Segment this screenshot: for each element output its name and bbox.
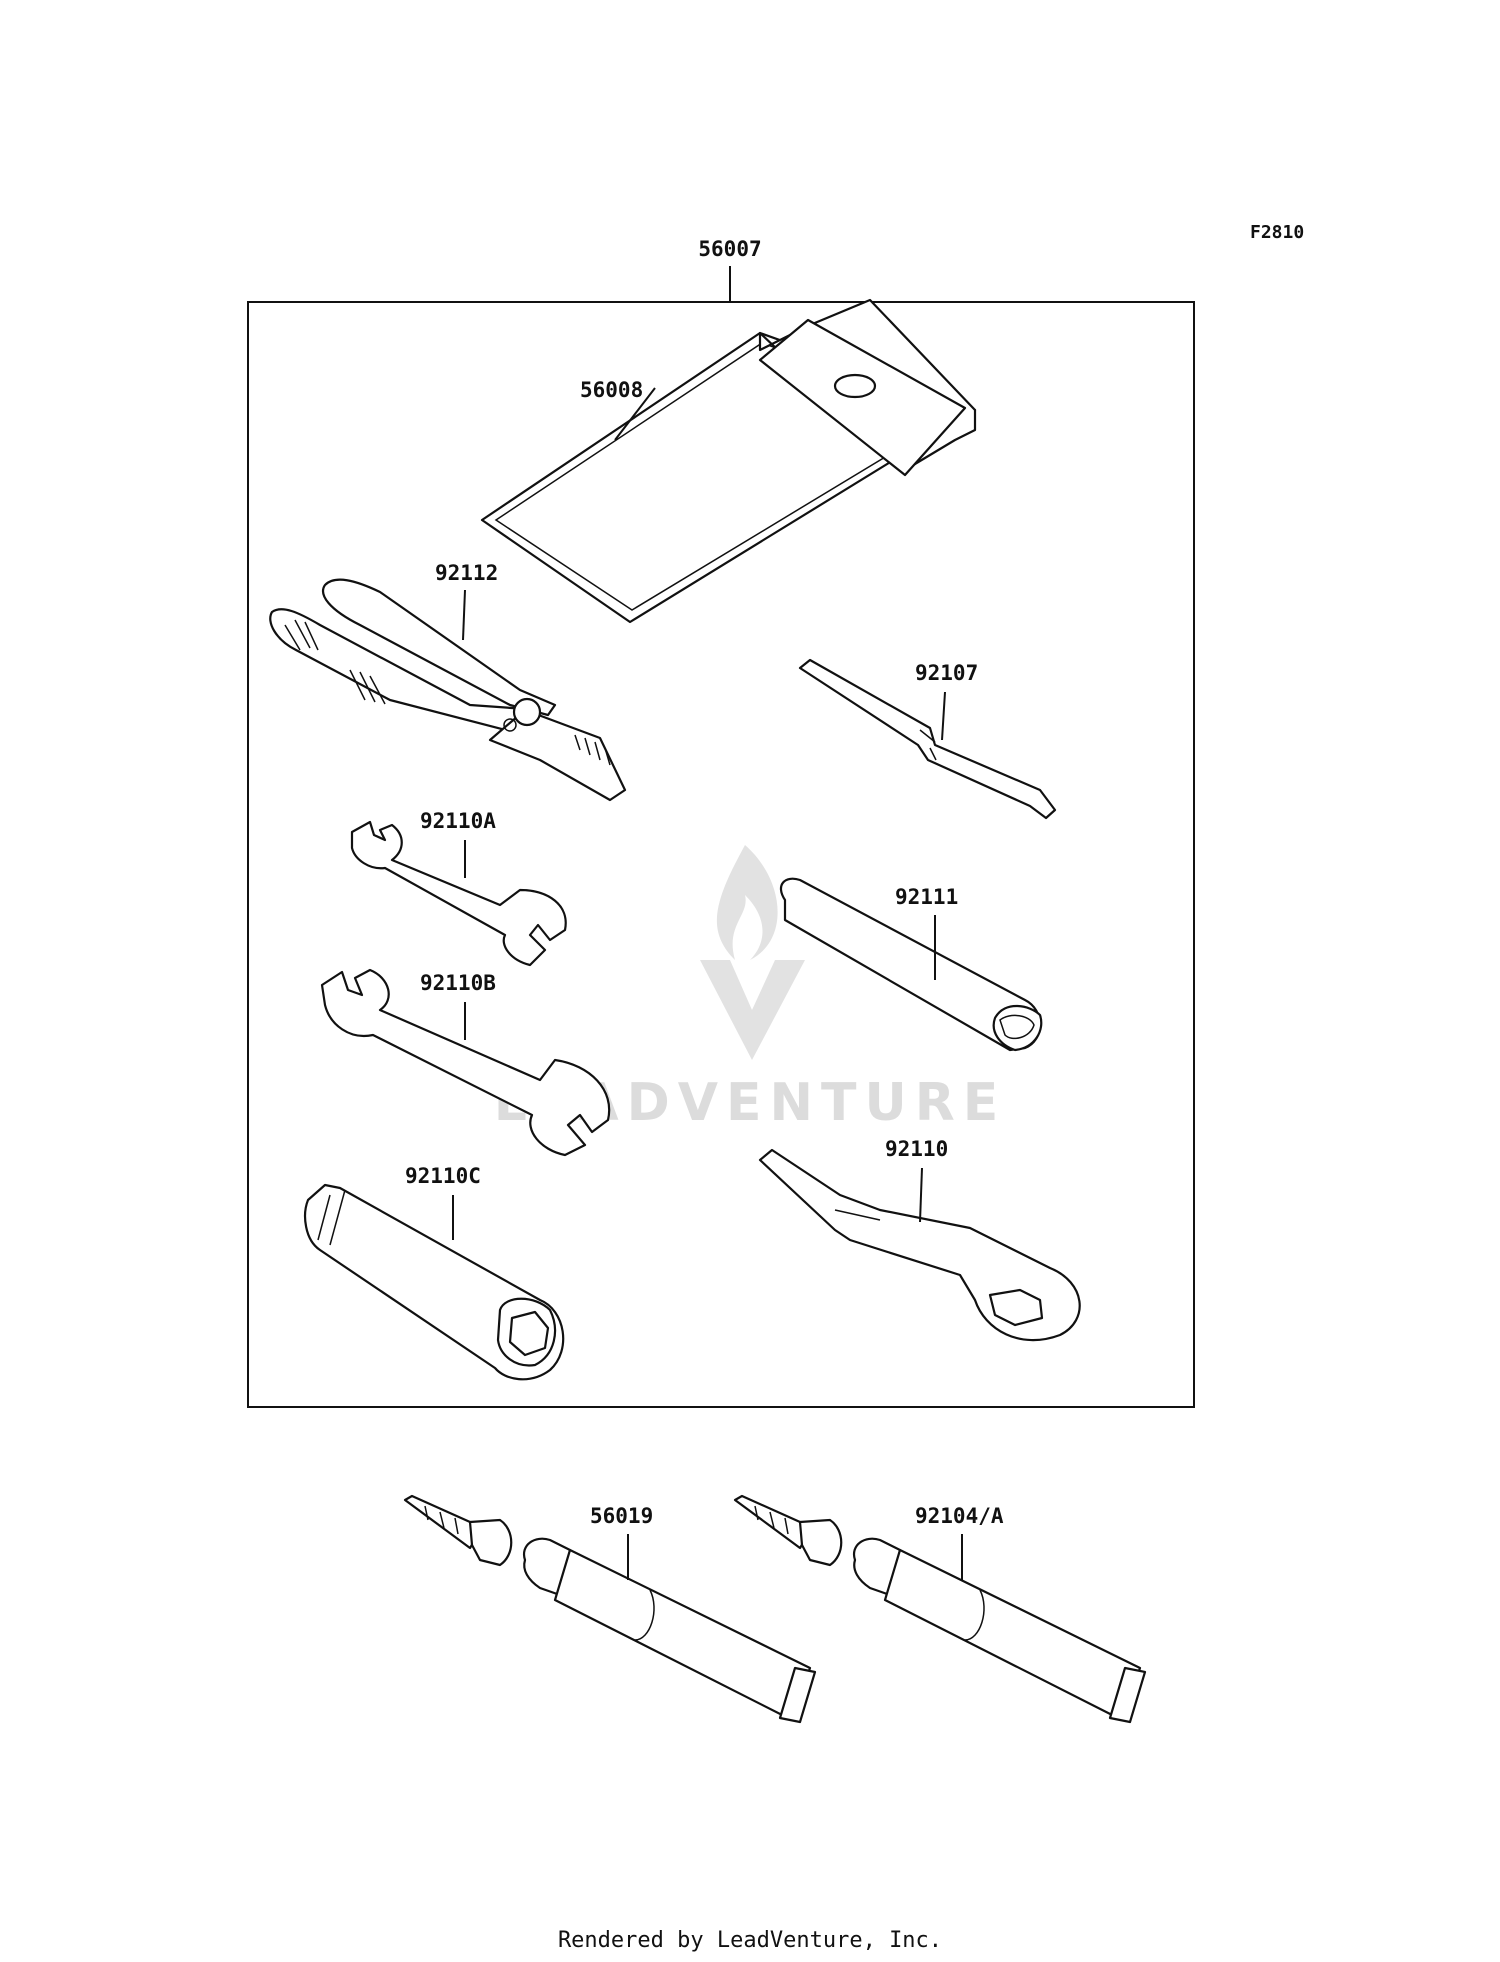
wrench-92110a[interactable]: 92110A bbox=[350, 809, 567, 967]
screwdriver-92107[interactable]: 92107 bbox=[798, 658, 1057, 820]
leader-56008 bbox=[614, 387, 656, 441]
part-label-92104a[interactable]: 92104/A bbox=[915, 1504, 1004, 1528]
leader-92112 bbox=[462, 589, 466, 641]
part-label-92110[interactable]: 92110 bbox=[885, 1137, 948, 1161]
watermark-flame-icon bbox=[716, 845, 778, 960]
tool-case-56008[interactable]: 56008 bbox=[480, 298, 977, 624]
part-label-56008[interactable]: 56008 bbox=[580, 378, 643, 402]
handle-92111[interactable]: 92111 bbox=[779, 877, 1043, 1052]
ring-wrench-92110[interactable]: 92110 bbox=[758, 1137, 1081, 1342]
part-label-92110c[interactable]: 92110C bbox=[405, 1164, 481, 1188]
part-label-92107[interactable]: 92107 bbox=[915, 661, 978, 685]
box-wrench-92110c[interactable]: 92110C bbox=[304, 1164, 565, 1381]
footer-credit: Rendered by LeadVenture, Inc. bbox=[557, 1928, 943, 1953]
leader-92107 bbox=[941, 691, 946, 741]
pliers-92112[interactable]: 92112 bbox=[269, 561, 627, 802]
watermark-v-icon bbox=[700, 960, 805, 1060]
part-label-56019[interactable]: 56019 bbox=[590, 1504, 653, 1528]
part-label-92110a[interactable]: 92110A bbox=[420, 809, 496, 833]
tube-92104a[interactable]: 92104/A bbox=[733, 1494, 1147, 1724]
part-label-92110b[interactable]: 92110B bbox=[420, 971, 496, 995]
part-label-92111[interactable]: 92111 bbox=[895, 885, 958, 909]
tube-56019[interactable]: 56019 bbox=[403, 1494, 817, 1724]
figure-code: F2810 bbox=[1250, 222, 1304, 243]
kit-box bbox=[247, 301, 1195, 1408]
part-label-92112[interactable]: 92112 bbox=[435, 561, 498, 585]
leader-92110 bbox=[919, 1167, 923, 1223]
kit-label[interactable]: 56007 bbox=[698, 237, 761, 261]
wrench-92110b[interactable]: 92110B bbox=[320, 968, 611, 1157]
